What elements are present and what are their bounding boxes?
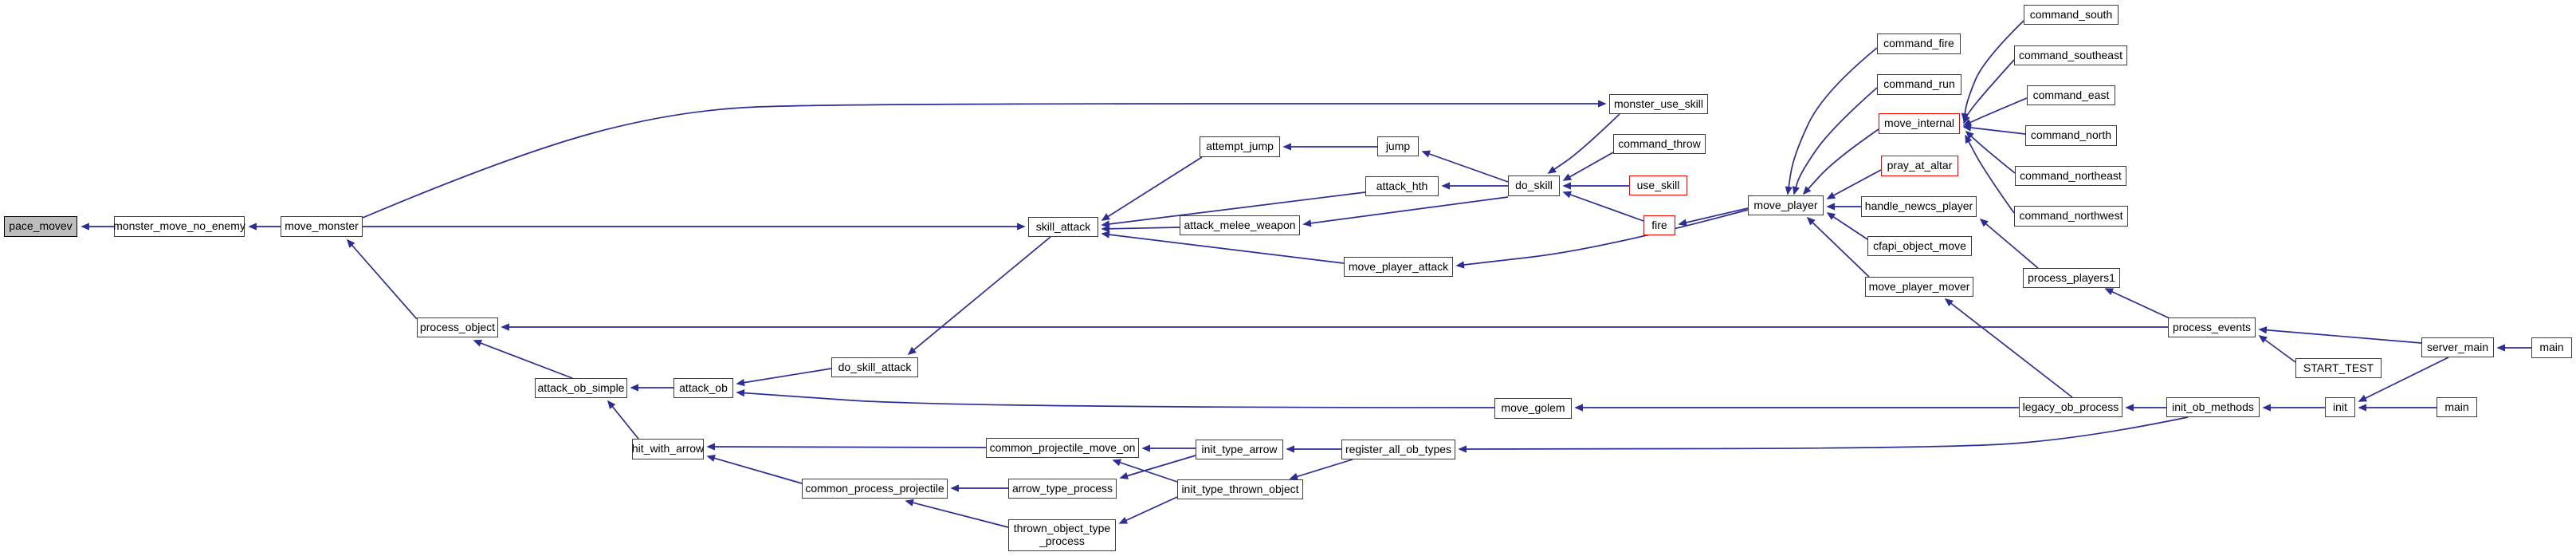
edge-legacy_ob_process-to-move_player_mover bbox=[1944, 298, 2073, 398]
edge-command_east-to-move_internal bbox=[1962, 97, 2028, 126]
edge-common_projectile_move_on-to-hit_with_arrow bbox=[706, 443, 987, 451]
edge-command_south-to-move_internal bbox=[1961, 20, 2024, 122]
edge-attack_hth-to-skill_attack bbox=[1101, 191, 1366, 228]
edge-command_north-to-move_internal bbox=[1962, 124, 2026, 135]
node-command_southeast[interactable]: command_southeast bbox=[2014, 45, 2127, 65]
edge-move_player_mover-to-move_player bbox=[1806, 216, 1870, 278]
node-process_players1[interactable]: process_players1 bbox=[2023, 268, 2120, 288]
edge-move_player-to-move_player_attack bbox=[1455, 209, 1749, 269]
edge-process_object-to-move_monster bbox=[346, 239, 418, 320]
edge-do_skill-to-jump bbox=[1421, 150, 1509, 183]
node-main_top[interactable]: main bbox=[2531, 337, 2572, 358]
node-init_ob_methods[interactable]: init_ob_methods bbox=[2166, 397, 2260, 417]
edge-monster_use_skill-to-do_skill bbox=[1547, 113, 1620, 174]
edge-move_monster-to-monster_use_skill bbox=[362, 100, 1607, 219]
node-jump[interactable]: jump bbox=[1377, 136, 1419, 156]
edge-hit_with_arrow-to-attack_ob_simple bbox=[607, 400, 639, 440]
node-START_TEST[interactable]: START_TEST bbox=[2295, 358, 2382, 378]
edge-fire-to-do_skill bbox=[1562, 191, 1644, 222]
edge-do_skill-to-attack_melee_weapon bbox=[1302, 196, 1509, 227]
edge-init_ob_methods-to-register_all_ob_types bbox=[1458, 416, 2189, 453]
node-attack_ob[interactable]: attack_ob bbox=[673, 378, 733, 398]
node-server_main[interactable]: server_main bbox=[2421, 337, 2494, 357]
node-monster_use_skill[interactable]: monster_use_skill bbox=[1609, 94, 1708, 114]
edge-command_southeast-to-move_internal bbox=[1963, 59, 2015, 124]
edge-move_player_attack-to-skill_attack bbox=[1101, 231, 1345, 264]
node-thrown_object_type_process[interactable]: thrown_object_type _process bbox=[1008, 519, 1116, 551]
node-move_player_attack[interactable]: move_player_attack bbox=[1344, 257, 1453, 277]
node-attack_hth[interactable]: attack_hth bbox=[1365, 176, 1439, 196]
node-attack_ob_simple[interactable]: attack_ob_simple bbox=[535, 378, 627, 398]
edge-move_internal-to-move_player bbox=[1802, 128, 1879, 195]
node-arrow_type_process[interactable]: arrow_type_process bbox=[1008, 479, 1117, 499]
edge-command_northwest-to-move_internal bbox=[1965, 134, 2015, 214]
edge-init_type_thrown_object-to-thrown_object_type_process bbox=[1118, 496, 1178, 524]
edge-thrown_object_type_process-to-common_process_projectile bbox=[905, 499, 1009, 528]
edge-move_golem-to-attack_ob bbox=[736, 388, 1495, 408]
node-init_type_thrown_object[interactable]: init_type_thrown_object bbox=[1177, 479, 1303, 499]
edge-command_run-to-move_player bbox=[1792, 87, 1878, 195]
node-fire[interactable]: fire bbox=[1643, 215, 1675, 235]
edge-pray_at_altar-to-move_player bbox=[1826, 169, 1882, 199]
node-move_golem[interactable]: move_golem bbox=[1494, 398, 1572, 419]
node-hit_with_arrow[interactable]: hit_with_arrow bbox=[632, 439, 704, 459]
edge-server_main-to-process_events bbox=[2258, 326, 2422, 344]
node-move_player_mover[interactable]: move_player_mover bbox=[1865, 277, 1973, 297]
node-common_process_projectile[interactable]: common_process_projectile bbox=[802, 479, 948, 499]
node-init[interactable]: init bbox=[2325, 397, 2355, 417]
edge-init_type_arrow-to-arrow_type_process bbox=[1119, 455, 1196, 479]
node-command_northeast[interactable]: command_northeast bbox=[2015, 166, 2126, 186]
edge-command_fire-to-move_player bbox=[1785, 47, 1878, 195]
node-pray_at_altar[interactable]: pray_at_altar bbox=[1881, 156, 1958, 176]
node-command_northwest[interactable]: command_northwest bbox=[2014, 206, 2128, 227]
node-command_throw[interactable]: command_throw bbox=[1613, 134, 1706, 154]
node-command_south[interactable]: command_south bbox=[2024, 5, 2119, 25]
edge-server_main-to-init bbox=[2358, 357, 2449, 402]
edge-START_TEST-to-process_events bbox=[2258, 335, 2296, 363]
node-common_projectile_move_on[interactable]: common_projectile_move_on bbox=[986, 438, 1139, 458]
node-move_monster[interactable]: move_monster bbox=[281, 216, 363, 237]
edge-command_throw-to-do_skill bbox=[1562, 152, 1614, 181]
node-attempt_jump[interactable]: attempt_jump bbox=[1200, 136, 1280, 157]
edge-move_player-to-fire bbox=[1678, 207, 1749, 227]
node-use_skill[interactable]: use_skill bbox=[1629, 175, 1687, 195]
edge-common_process_projectile-to-hit_with_arrow bbox=[706, 455, 803, 484]
edge-attack_melee_weapon-to-skill_attack bbox=[1101, 225, 1180, 233]
node-cfapi_object_move[interactable]: cfapi_object_move bbox=[1867, 236, 1972, 256]
node-do_skill_attack[interactable]: do_skill_attack bbox=[831, 357, 918, 377]
node-command_fire[interactable]: command_fire bbox=[1877, 34, 1961, 54]
node-command_run[interactable]: command_run bbox=[1877, 74, 1961, 95]
node-register_all_ob_types[interactable]: register_all_ob_types bbox=[1341, 440, 1455, 459]
node-process_events[interactable]: process_events bbox=[2168, 317, 2256, 337]
edge-register_all_ob_types-to-init_type_thrown_object bbox=[1289, 459, 1353, 480]
node-command_east[interactable]: command_east bbox=[2027, 85, 2115, 105]
node-monster_move_no_enemy[interactable]: monster_move_no_enemy bbox=[113, 216, 245, 237]
node-skill_attack[interactable]: skill_attack bbox=[1028, 217, 1098, 237]
node-handle_newcs_player[interactable]: handle_newcs_player bbox=[1861, 196, 1977, 217]
edge-cfapi_object_move-to-move_player bbox=[1826, 212, 1868, 240]
node-do_skill[interactable]: do_skill bbox=[1508, 175, 1560, 196]
node-command_north[interactable]: command_north bbox=[2025, 125, 2117, 146]
edge-command_northeast-to-move_internal bbox=[1965, 130, 2016, 174]
node-move_player[interactable]: move_player bbox=[1748, 195, 1824, 215]
node-process_object[interactable]: process_object bbox=[417, 317, 498, 337]
node-move_internal[interactable]: move_internal bbox=[1879, 113, 1960, 134]
node-legacy_ob_process[interactable]: legacy_ob_process bbox=[2019, 397, 2122, 417]
node-pace_movev[interactable]: pace_movev bbox=[4, 216, 77, 237]
edge-attack_ob_simple-to-process_object bbox=[473, 339, 573, 379]
edge-process_players1-to-handle_newcs_player bbox=[1979, 218, 2039, 269]
edge-attempt_jump-to-skill_attack bbox=[1101, 156, 1203, 221]
node-attack_melee_weapon[interactable]: attack_melee_weapon bbox=[1180, 215, 1300, 235]
node-init_type_arrow[interactable]: init_type_arrow bbox=[1196, 440, 1283, 459]
edge-do_skill_attack-to-attack_ob bbox=[736, 368, 832, 387]
node-main_bottom[interactable]: main bbox=[2437, 397, 2477, 417]
edge-process_events-to-process_players1 bbox=[2104, 288, 2170, 319]
edge-skill_attack-to-do_skill_attack bbox=[907, 236, 1051, 356]
